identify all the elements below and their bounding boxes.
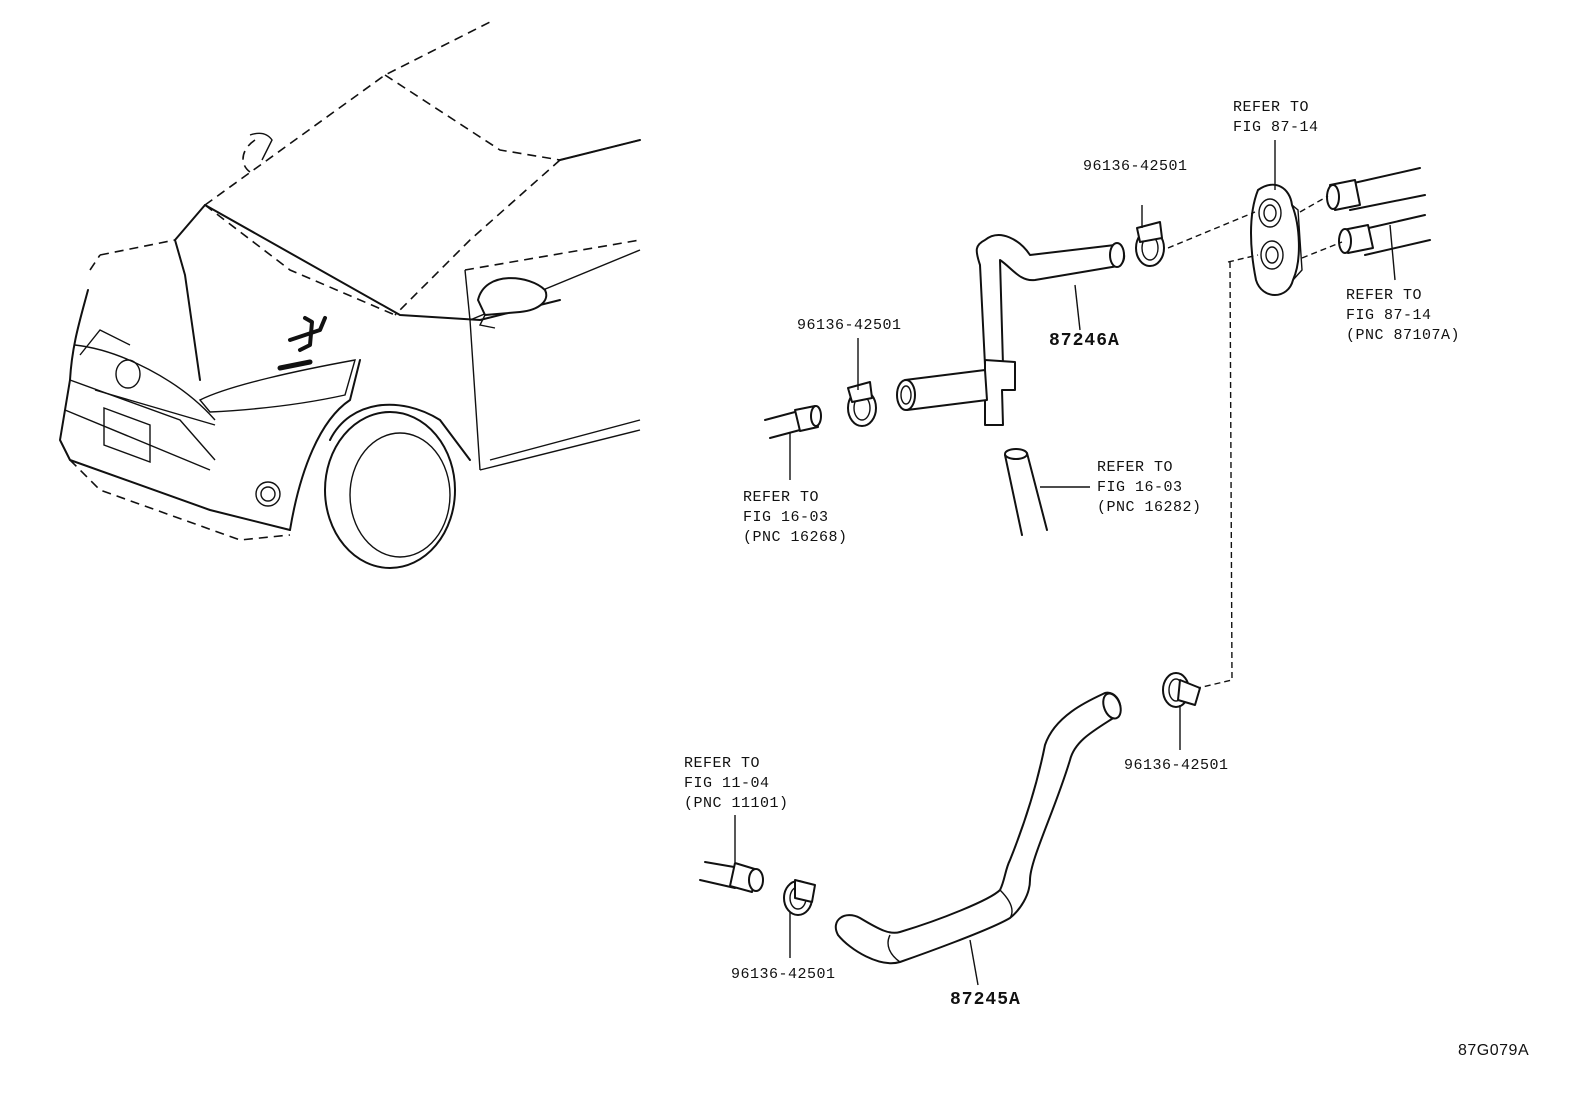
connection-lines <box>1167 211 1259 689</box>
ref-87-14-side: REFER TO FIG 87-14 (PNC 87107A) <box>1346 286 1460 346</box>
leader-lines <box>734 140 1396 986</box>
hose-clamp-right <box>1162 672 1201 708</box>
part-number-87245a: 87245A <box>950 990 1021 1010</box>
ref-line: FIG 87-14 <box>1233 119 1319 136</box>
figure-id: 87G079A <box>1458 1042 1530 1059</box>
ref-line: FIG 11-04 <box>684 775 770 792</box>
clamp-label-right: 96136-42501 <box>1124 757 1229 774</box>
heater-grommet <box>1250 183 1303 296</box>
clamp-label-bottom: 96136-42501 <box>731 966 836 983</box>
ref-line: (PNC 11101) <box>684 795 789 812</box>
hose-clamp-left <box>847 381 877 427</box>
bypass-hose <box>1004 448 1048 536</box>
hose-clamp-bottom <box>783 879 816 916</box>
ref-line: REFER TO <box>1097 459 1174 476</box>
ref-line: REFER TO <box>743 489 820 506</box>
ref-line: REFER TO <box>684 755 761 772</box>
ref-line: (PNC 16268) <box>743 529 848 546</box>
ref-16-03-right: REFER TO FIG 16-03 (PNC 16282) <box>1097 458 1202 518</box>
ref-line: FIG 16-03 <box>743 509 829 526</box>
clamp-label-top: 96136-42501 <box>1083 158 1188 175</box>
lower-hose <box>834 691 1122 965</box>
outlet-pipe <box>699 861 764 893</box>
upper-hose <box>896 234 1126 426</box>
ref-line: FIG 16-03 <box>1097 479 1183 496</box>
clamp-label-left: 96136-42501 <box>797 317 902 334</box>
hose-clamp-top <box>1135 221 1165 267</box>
ref-line: (PNC 16282) <box>1097 499 1202 516</box>
vehicle-outline <box>59 21 641 569</box>
ref-11-04: REFER TO FIG 11-04 (PNC 11101) <box>684 754 789 814</box>
ref-87-14-top: REFER TO FIG 87-14 <box>1233 98 1319 138</box>
inlet-pipe <box>764 405 822 439</box>
ref-line: REFER TO <box>1346 287 1423 304</box>
part-number-87246a: 87246A <box>1049 331 1120 351</box>
heater-core-pipes <box>1299 167 1431 259</box>
ref-line: (PNC 87107A) <box>1346 327 1461 344</box>
ref-line: FIG 87-14 <box>1346 307 1432 324</box>
ref-line: REFER TO <box>1233 99 1310 116</box>
ref-16-03-left: REFER TO FIG 16-03 (PNC 16268) <box>743 488 848 548</box>
